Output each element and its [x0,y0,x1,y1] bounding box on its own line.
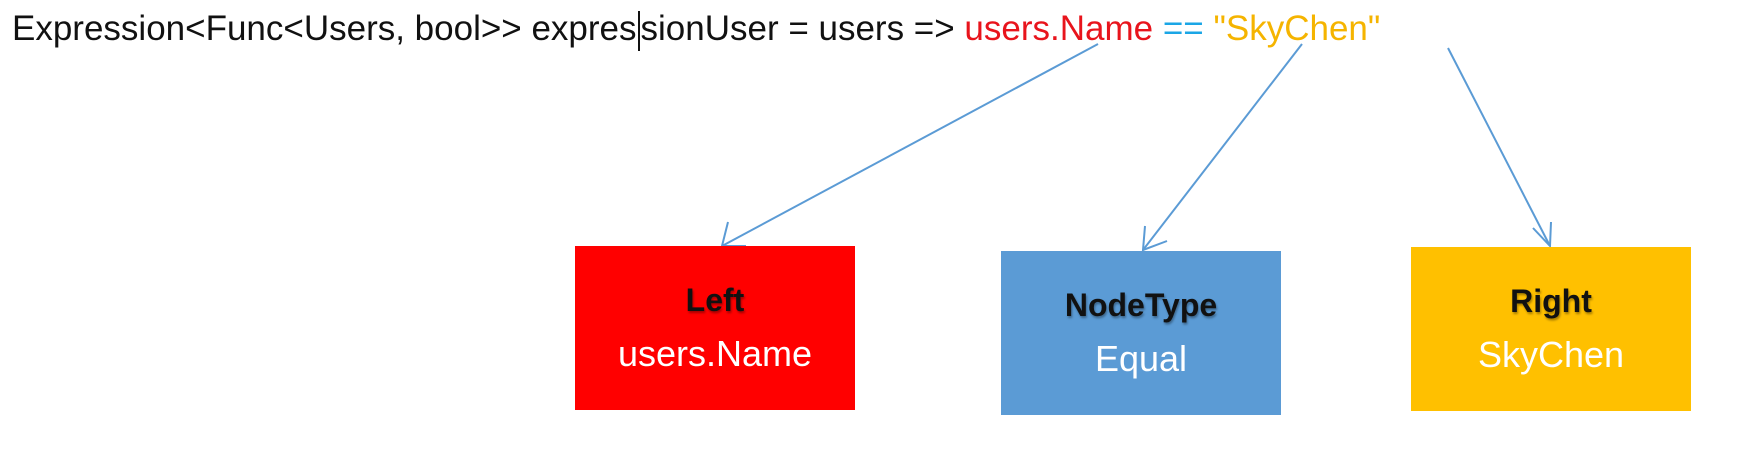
left-box-title: Left [685,281,745,318]
code-left-operand: users.Name [964,9,1154,48]
code-operator: == [1162,9,1204,48]
arrow-to-nodetype-box [1141,43,1303,252]
nodetype-box-title: NodeType [1064,286,1218,323]
arrow-to-right-box [1447,47,1552,249]
left-box-value: users.Name [617,332,813,374]
left-node-box: Left users.Name [575,246,855,410]
arrow-to-left-box [720,43,1099,247]
code-prefix-part1: Expression<Func<Users, bool>> expres [12,9,637,48]
right-box-title: Right [1510,282,1592,319]
nodetype-box: NodeType Equal [1001,251,1281,415]
text-cursor [637,10,640,51]
right-box-value: SkyChen [1477,333,1625,375]
nodetype-box-value: Equal [1094,337,1188,379]
code-prefix-part2: sionUser = users => [640,9,965,48]
code-right-operand: "SkyChen" [1213,9,1381,48]
right-node-box: Right SkyChen [1411,247,1691,411]
